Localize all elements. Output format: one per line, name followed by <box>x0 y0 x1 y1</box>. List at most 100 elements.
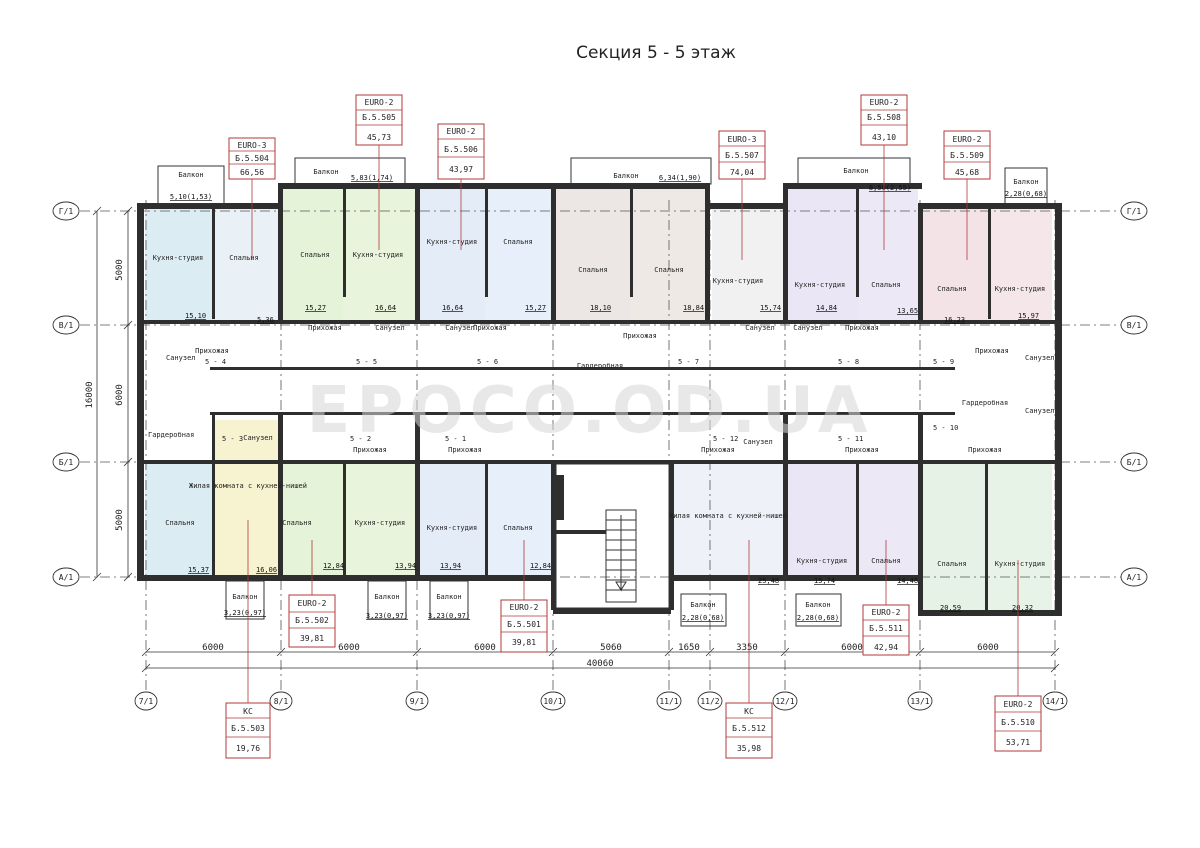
apartment-tag: EURO-3 Б.5.507 74,04 <box>718 130 766 180</box>
room-hall: Прихожая <box>845 324 879 332</box>
svg-text:25,48: 25,48 <box>758 577 779 585</box>
svg-text:5 - 11: 5 - 11 <box>838 435 863 443</box>
room-hall: Прихожая <box>308 324 342 332</box>
room-bedroom: Спальня <box>165 519 195 527</box>
svg-text:7/1: 7/1 <box>139 697 154 706</box>
svg-text:Б/1: Б/1 <box>59 458 74 467</box>
svg-text:А/1: А/1 <box>59 573 74 582</box>
right-axis-labels: Г/1 В/1 Б/1 А/1 <box>1120 201 1148 587</box>
svg-text:53,71: 53,71 <box>1006 738 1030 747</box>
room-kitchen-studio: Кухня-студия <box>427 238 478 246</box>
svg-text:10/1: 10/1 <box>543 697 562 706</box>
svg-text:EURO-2: EURO-2 <box>953 135 982 144</box>
balcony-areas: 5,10(1,53) 5,83(1,74) 6,34(1,90) 8,50(2,… <box>170 174 1047 622</box>
svg-text:Б.5.506: Б.5.506 <box>444 145 478 154</box>
svg-text:15,97: 15,97 <box>1018 312 1039 320</box>
apartment-tag: КС Б.5.503 19,76 <box>225 702 271 759</box>
svg-text:42,94: 42,94 <box>874 643 898 652</box>
svg-text:12,84: 12,84 <box>530 562 551 570</box>
svg-text:Г/1: Г/1 <box>59 207 74 216</box>
svg-text:5 - 9: 5 - 9 <box>933 358 954 366</box>
svg-text:Б.5.510: Б.5.510 <box>1001 718 1035 727</box>
apartment-tags: EURO-3 Б.5.504 66,56 EURO-2 Б.5.505 45,7… <box>225 94 1042 759</box>
room-wardrobe: Гардеробная <box>148 431 194 439</box>
svg-text:74,04: 74,04 <box>730 168 754 177</box>
left-dimensions: 5000 6000 5000 16000 <box>85 206 133 582</box>
svg-text:13,94: 13,94 <box>440 562 461 570</box>
svg-text:Б.5.502: Б.5.502 <box>295 616 329 625</box>
room-hall: Прихожая <box>473 324 507 332</box>
room-bedroom: Спальня <box>871 281 901 289</box>
svg-text:Б.5.507: Б.5.507 <box>725 151 759 160</box>
svg-text:Балкон: Балкон <box>374 593 399 601</box>
room-bedroom: Спальня <box>937 560 967 568</box>
left-axis-labels: Г/1 В/1 Б/1 А/1 <box>52 201 80 587</box>
room-kitchen-studio: Кухня-студия <box>995 560 1046 568</box>
apartment-tag-leaders <box>247 145 1019 703</box>
room-bedroom: Спальня <box>282 519 312 527</box>
room-kitchen-studio: Кухня-студия <box>353 251 404 259</box>
apartment-tag: EURO-3 Б.5.504 66,56 <box>228 137 276 180</box>
svg-text:18,84: 18,84 <box>683 304 704 312</box>
svg-text:3350: 3350 <box>736 643 758 653</box>
svg-text:5 - 1: 5 - 1 <box>445 435 466 443</box>
room-kitchen-studio: Кухня-студия <box>427 524 478 532</box>
room-kitchen-studio: Кухня-студия <box>797 557 848 565</box>
svg-text:Б.5.508: Б.5.508 <box>867 113 901 122</box>
svg-text:Б.5.511: Б.5.511 <box>869 624 903 633</box>
svg-text:6000: 6000 <box>202 643 224 653</box>
svg-text:14,84: 14,84 <box>816 304 837 312</box>
svg-text:6000: 6000 <box>115 384 125 406</box>
svg-text:3,23(0,97): 3,23(0,97) <box>366 612 408 620</box>
apartment-tag: EURO-2 Б.5.501 39,81 <box>500 599 548 653</box>
svg-text:5 - 7: 5 - 7 <box>678 358 699 366</box>
apartment-tag: EURO-2 Б.5.510 53,71 <box>994 695 1042 752</box>
room-bath: Санузел <box>793 324 823 332</box>
svg-text:Балкон: Балкон <box>1013 178 1038 186</box>
room-bedroom: Спальня <box>503 524 533 532</box>
svg-text:15,37: 15,37 <box>188 566 209 574</box>
svg-text:Г/1: Г/1 <box>1127 207 1142 216</box>
svg-text:5 - 3: 5 - 3 <box>222 435 243 443</box>
watermark: EPOCO.OD.UA <box>307 374 874 448</box>
apartment-tag: EURO-2 Б.5.506 43,97 <box>437 123 485 180</box>
svg-text:43,10: 43,10 <box>872 133 896 142</box>
balcony-labels: Балкон Балкон Балкон Балкон Балкон Балко… <box>178 167 1038 609</box>
svg-text:6000: 6000 <box>841 643 863 653</box>
svg-text:EURO-2: EURO-2 <box>447 127 476 136</box>
room-kitchen-studio: Кухня-студия <box>795 281 846 289</box>
room-bath: Санузел <box>1025 407 1055 415</box>
svg-text:5 - 5: 5 - 5 <box>356 358 377 366</box>
room-areas-bottom: 15,37 16,06 12,84 13,94 13,94 12,84 25,4… <box>188 562 1033 612</box>
room-hall: Прихожая <box>623 332 657 340</box>
svg-text:5 - 10: 5 - 10 <box>933 424 958 432</box>
room-bedroom: Спальня <box>937 285 967 293</box>
svg-text:35,98: 35,98 <box>737 744 761 753</box>
svg-text:12/1: 12/1 <box>775 697 794 706</box>
svg-text:Балкон: Балкон <box>178 171 203 179</box>
svg-text:EURO-2: EURO-2 <box>1004 700 1033 709</box>
room-bath: Санузел <box>375 324 405 332</box>
svg-text:2,28(0,68): 2,28(0,68) <box>1005 190 1047 198</box>
svg-text:Балкон: Балкон <box>613 172 638 180</box>
room-hall: Прихожая <box>195 347 229 355</box>
apartment-tag: EURO-2 Б.5.502 39,81 <box>288 594 336 648</box>
svg-text:3,23(0,97): 3,23(0,97) <box>224 609 266 617</box>
bottom-dimensions: 6000 6000 6000 5060 1650 3350 6000 6000 … <box>141 643 1060 673</box>
svg-text:Б.5.503: Б.5.503 <box>231 724 265 733</box>
room-bedroom: Спальня <box>654 266 684 274</box>
svg-text:15,74: 15,74 <box>814 577 835 585</box>
svg-text:5 - 6: 5 - 6 <box>477 358 498 366</box>
room-wardrobe: Гардеробная <box>577 362 623 370</box>
svg-text:15,27: 15,27 <box>525 304 546 312</box>
svg-text:16,64: 16,64 <box>375 304 396 312</box>
room-bath: Санузел <box>445 324 475 332</box>
svg-text:6000: 6000 <box>338 643 360 653</box>
svg-text:15,27: 15,27 <box>305 304 326 312</box>
room-fills <box>145 186 1052 612</box>
svg-text:EURO-2: EURO-2 <box>298 599 327 608</box>
bottom-axis-labels: 7/1 8/1 9/1 10/1 11/1 11/2 12/1 13/1 14/… <box>134 691 1068 711</box>
room-bath: Санузел <box>745 324 775 332</box>
svg-text:EURO-3: EURO-3 <box>238 141 267 150</box>
